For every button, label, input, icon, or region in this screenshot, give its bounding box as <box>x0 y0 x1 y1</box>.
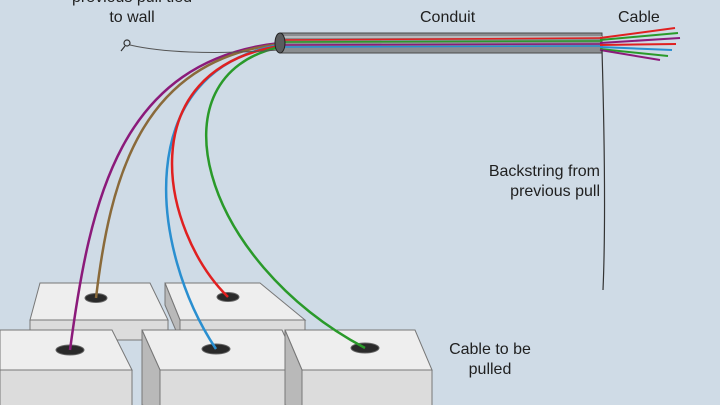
label-cable-to-be-pulled: Cable to be pulled <box>440 340 540 380</box>
spool-front-middle <box>141 329 301 405</box>
cable-green <box>204 45 366 350</box>
conduit <box>274 32 603 54</box>
cable-ends <box>599 27 681 61</box>
label-backstring-from-line2: previous pull <box>510 183 600 200</box>
cable-tan <box>94 42 281 299</box>
label-backstring-from: Backstring from previous pull <box>460 162 600 202</box>
label-backstring-tied: previous pull tied to wall <box>52 0 212 28</box>
backstring-tied <box>129 44 279 53</box>
label-backstring-tied-line1: previous pull tied <box>52 0 212 8</box>
label-backstring-from-line1: Backstring from <box>488 163 600 180</box>
label-cable-to-be-pulled-line1: Cable to be <box>449 341 531 358</box>
label-cable-to-be-pulled-line2: pulled <box>468 361 512 378</box>
label-conduit: Conduit <box>420 9 476 26</box>
cable-red <box>170 44 281 298</box>
wall-anchor <box>123 39 131 47</box>
cable-purple <box>68 41 281 351</box>
spool-front-right <box>284 329 433 405</box>
label-backstring-tied-line2: to wall <box>109 9 155 26</box>
spool-front-left <box>0 329 133 405</box>
backstring-from-previous <box>601 49 606 291</box>
label-cable: Cable <box>618 9 660 26</box>
